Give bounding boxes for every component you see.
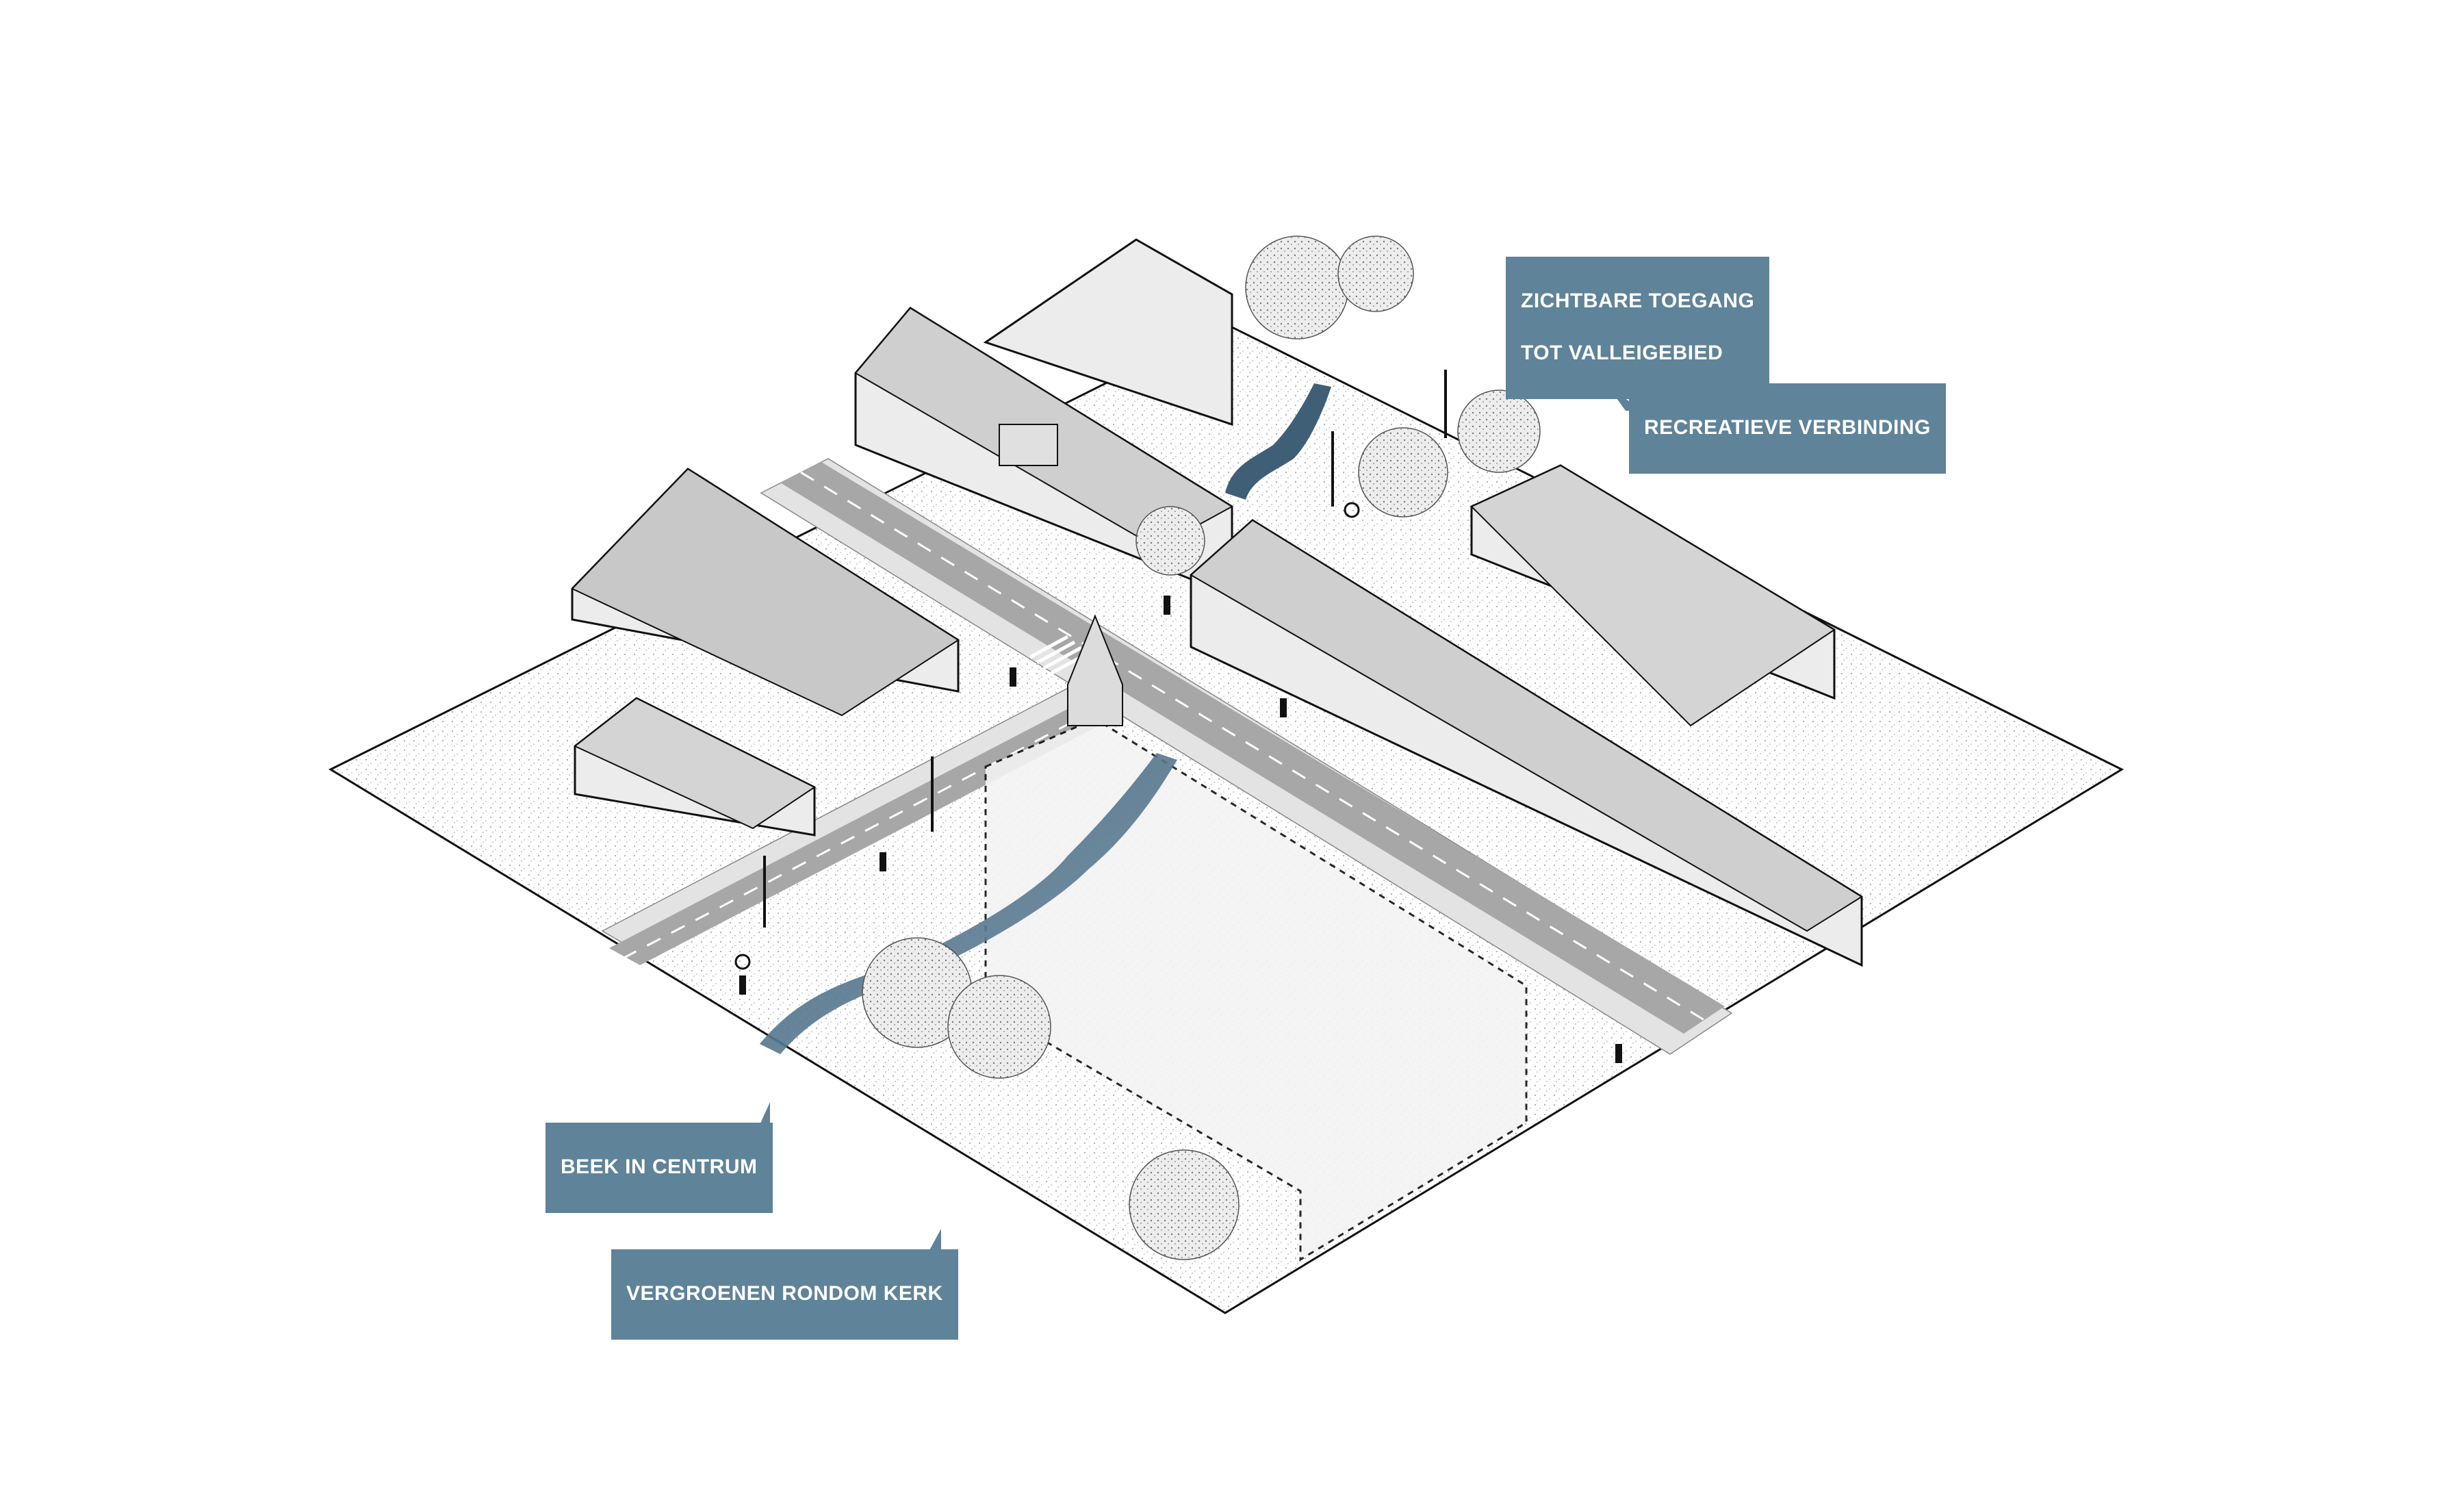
tree-cluster-north [1135, 235, 1541, 576]
figures [734, 370, 1622, 1063]
label-beek-in-centrum: BEEK IN CENTRUM [546, 1123, 773, 1213]
tree-icon [1337, 235, 1414, 312]
label-line-1: ZICHTBARE TOEGANG [1521, 290, 1755, 312]
cyclist-icon [1344, 502, 1360, 518]
pedestrian-icon [739, 975, 746, 995]
streetlight-icon [763, 856, 766, 928]
tree-icon [1135, 506, 1205, 576]
label-recreatieve-verbinding: RECREATIEVE VERBINDING [1629, 383, 1946, 474]
pedestrian-icon [1280, 698, 1287, 717]
streetlight-icon [1331, 431, 1334, 507]
pedestrian-icon [1010, 667, 1016, 687]
label-text: BEEK IN CENTRUM [561, 1156, 758, 1178]
pedestrian-icon [880, 852, 886, 871]
label-zichtbare-toegang: ZICHTBARE TOEGANG TOT VALLEIGEBIED [1506, 257, 1770, 399]
label-text: VERGROENEN RONDOM KERK [626, 1282, 943, 1305]
pedestrian-icon [1164, 596, 1170, 615]
building-row-west [571, 468, 960, 837]
streetlight-icon [931, 756, 934, 832]
label-line-2: TOT VALLEIGEBIED [1521, 342, 1723, 364]
tree-icon [1457, 390, 1541, 473]
cyclist-icon [734, 954, 751, 970]
tree-icon [1129, 1149, 1240, 1260]
building-row-east [1190, 464, 1863, 967]
tree-cluster-south [862, 937, 1240, 1260]
tree-icon [1245, 235, 1349, 340]
label-vergroenen-rondom-kerk: VERGROENEN RONDOM KERK [611, 1249, 958, 1340]
main-street [760, 458, 1733, 1055]
label-text: RECREATIEVE VERBINDING [1644, 416, 1931, 439]
tree-icon [1358, 427, 1448, 518]
tree-icon [947, 975, 1051, 1079]
streetlight-icon [1444, 370, 1447, 438]
building-row-north [854, 238, 1233, 598]
pedestrian-icon [1615, 1044, 1622, 1063]
